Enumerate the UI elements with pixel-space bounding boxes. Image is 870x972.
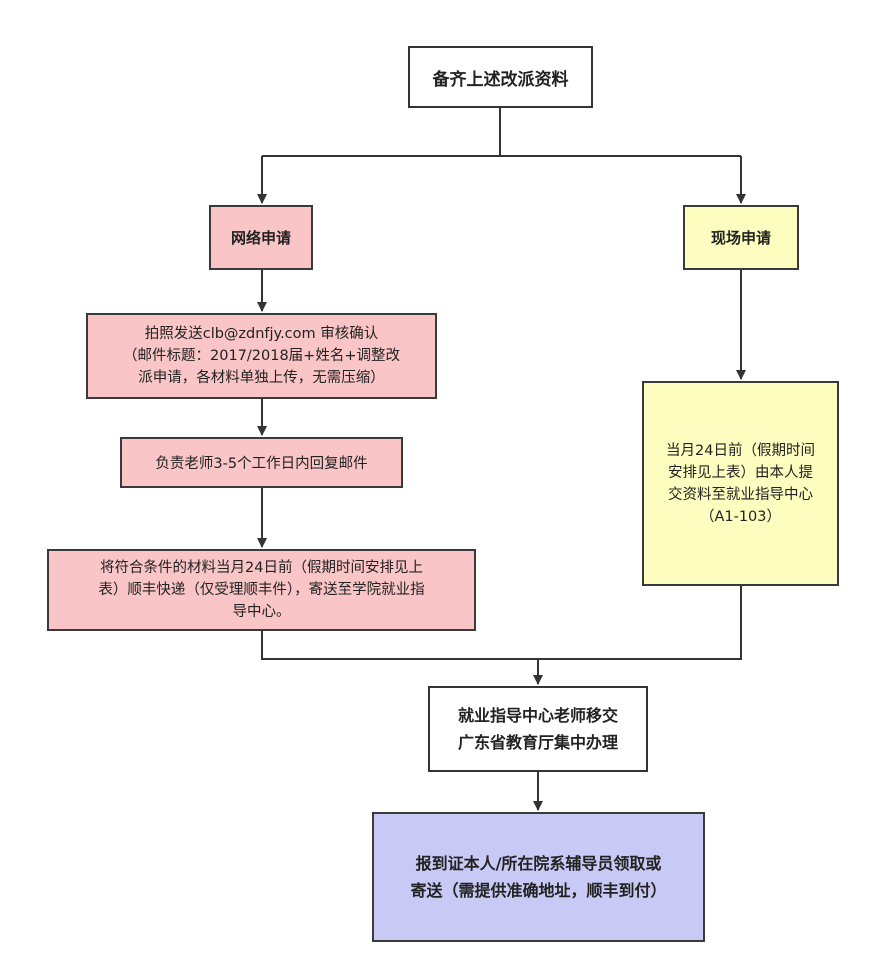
node-start: 备齐上述改派资料 xyxy=(408,46,593,108)
node-reply-label: 负责老师3-5个工作日内回复邮件 xyxy=(155,456,368,472)
node-transfer: 就业指导中心老师移交 广东省教育厅集中办理 xyxy=(428,686,648,772)
node-email-label: 拍照发送clb@zdnfjy.com 审核确认 （邮件标题：2017/2018届… xyxy=(123,326,400,386)
node-onsite-submit: 当月24日前（假期时间 安排见上表）由本人提 交资料至就业指导中心 （A1-10… xyxy=(642,381,839,586)
node-online-label: 网络申请 xyxy=(230,229,291,247)
node-transfer-label: 就业指导中心老师移交 广东省教育厅集中办理 xyxy=(457,706,618,752)
node-start-label: 备齐上述改派资料 xyxy=(432,69,569,90)
node-email-review: 拍照发送clb@zdnfjy.com 审核确认 （邮件标题：2017/2018届… xyxy=(86,313,437,399)
node-onsite-application: 现场申请 xyxy=(683,205,799,270)
node-reply-email: 负责老师3-5个工作日内回复邮件 xyxy=(120,437,403,488)
node-online-application: 网络申请 xyxy=(209,205,313,270)
node-final: 报到证本人/所在院系辅导员领取或 寄送（需提供准确地址，顺丰到付） xyxy=(372,812,705,942)
node-final-label: 报到证本人/所在院系辅导员领取或 寄送（需提供准确地址，顺丰到付） xyxy=(410,854,667,900)
node-onsite-submit-label: 当月24日前（假期时间 安排见上表）由本人提 交资料至就业指导中心 （A1-10… xyxy=(666,442,815,525)
node-express-delivery: 将符合条件的材料当月24日前（假期时间安排见上 表）顺丰快递（仅受理顺丰件），寄… xyxy=(47,549,476,631)
node-onsite-label: 现场申请 xyxy=(710,229,771,247)
edge-express-merge xyxy=(261,586,742,660)
node-express-label: 将符合条件的材料当月24日前（假期时间安排见上 表）顺丰快递（仅受理顺丰件），寄… xyxy=(98,560,425,620)
